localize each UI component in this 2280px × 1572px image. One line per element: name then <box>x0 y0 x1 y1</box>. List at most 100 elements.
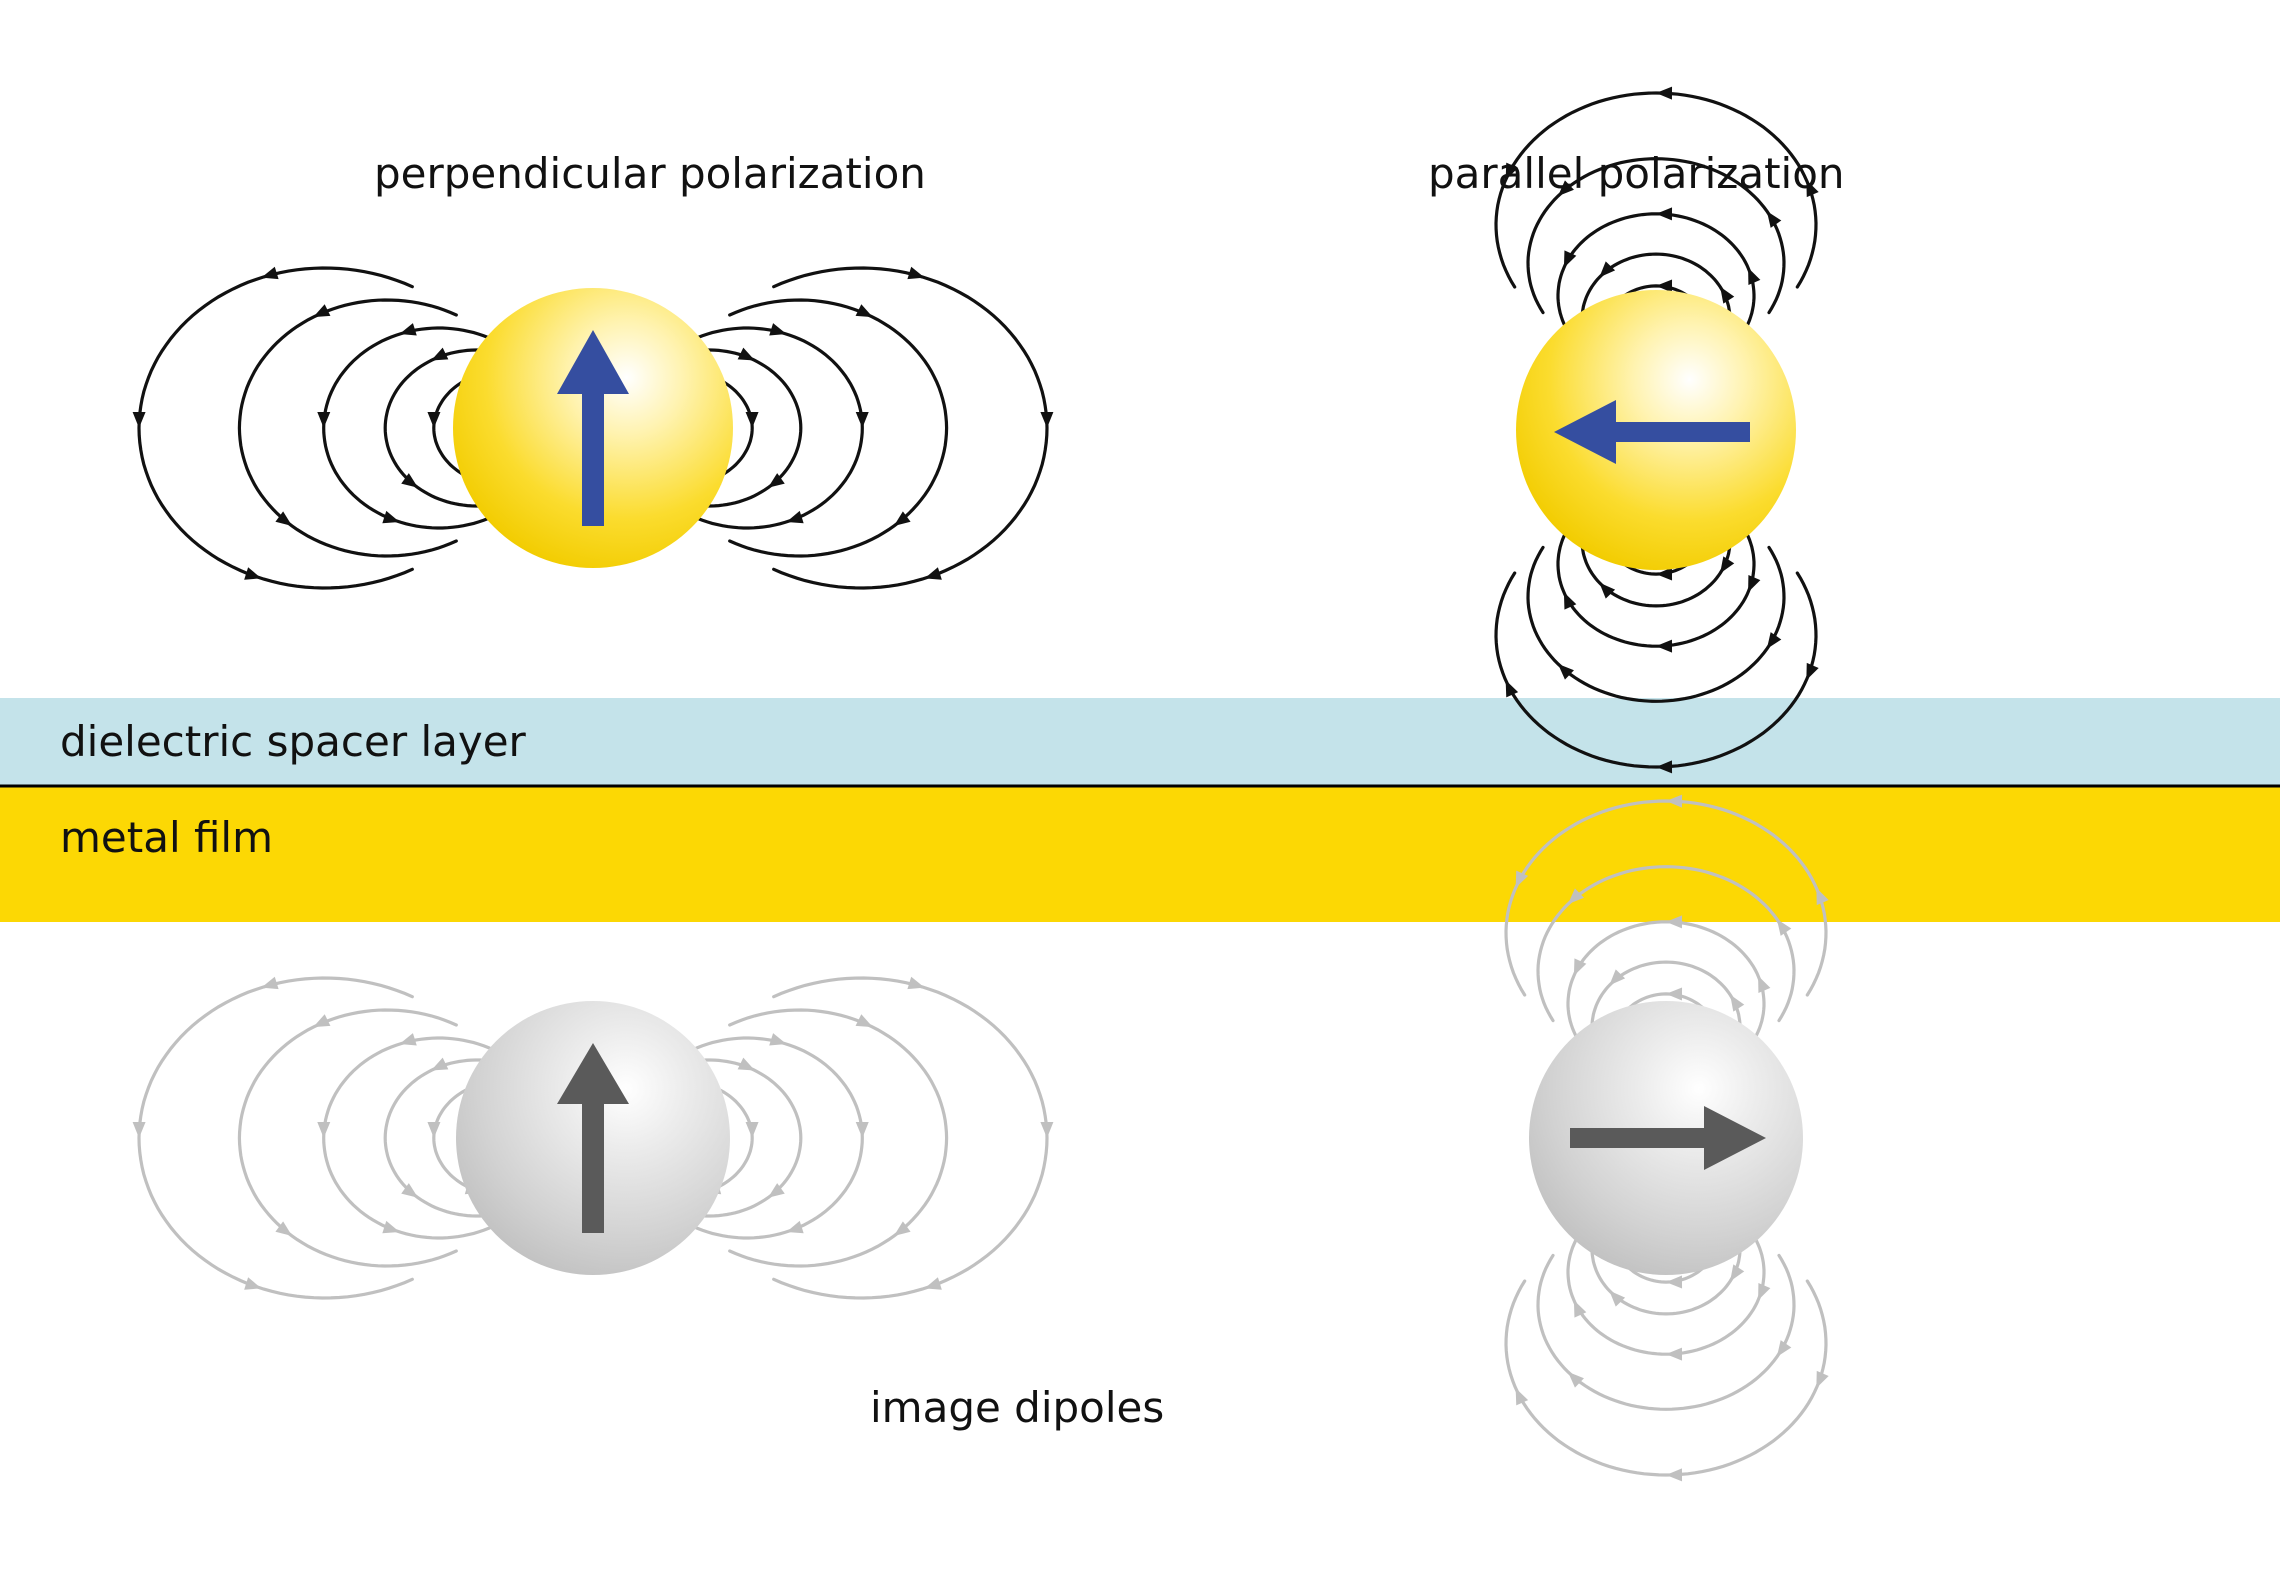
field-line-arrowhead <box>1040 1121 1054 1138</box>
field-line <box>137 266 414 590</box>
field-line-arrowhead <box>1720 556 1735 574</box>
field-line-arrowhead <box>1656 279 1673 293</box>
field-line-arrowhead <box>1557 663 1574 680</box>
field-line-arrowhead <box>431 347 449 361</box>
field-line-arrowhead <box>855 411 869 428</box>
field-line-arrowhead <box>1515 1388 1529 1406</box>
field-line-arrowhead <box>893 511 911 527</box>
field-line-arrowhead <box>1656 86 1673 100</box>
field-line-arrowhead <box>1656 639 1673 653</box>
field-line <box>1590 1216 1742 1316</box>
field-line-arrowhead <box>1666 915 1683 929</box>
field-line-arrowhead <box>1609 1290 1626 1307</box>
field-line-arrowhead <box>1816 887 1829 906</box>
field-line-arrowhead <box>1720 286 1735 304</box>
field-line-arrowhead <box>855 1121 869 1138</box>
field-line-arrowhead <box>1573 1300 1587 1318</box>
field-line-arrowhead <box>786 1220 804 1234</box>
field-line-arrowhead <box>275 1221 293 1237</box>
field-line-arrowhead <box>737 1057 755 1071</box>
field-line-arrowhead <box>401 1183 419 1198</box>
field-line-arrowhead <box>1758 975 1771 993</box>
field-line-arrowhead <box>1816 1370 1829 1389</box>
field-line-arrowhead <box>1730 994 1745 1012</box>
field-line-arrowhead <box>399 1033 417 1046</box>
field-line-arrowhead <box>1666 1275 1683 1289</box>
field-line-arrowhead <box>1666 1468 1683 1482</box>
field-line <box>237 1008 458 1268</box>
field-line-arrowhead <box>1567 888 1584 905</box>
field-line-arrowhead <box>1666 794 1683 808</box>
field-line-arrowhead <box>907 266 925 280</box>
image-dipoles-label: image dipoles <box>870 1383 1164 1432</box>
field-line-arrowhead <box>1656 760 1673 774</box>
field-line <box>691 1036 864 1240</box>
field-line-arrowhead <box>1505 680 1519 698</box>
field-line-arrowhead <box>1766 211 1782 228</box>
field-line-arrowhead <box>1748 575 1761 593</box>
field-line-arrowhead <box>1599 582 1616 599</box>
field-line-arrowhead <box>399 323 417 336</box>
field-line-arrowhead <box>313 1014 331 1028</box>
field-line-arrowhead <box>1766 632 1782 649</box>
field-line-arrowhead <box>1776 919 1792 936</box>
field-line-arrowhead <box>401 473 419 488</box>
field-line-arrowhead <box>1505 162 1519 180</box>
field-line-arrowhead <box>1573 958 1587 976</box>
field-line-arrowhead <box>132 411 146 428</box>
field-line <box>1536 1253 1796 1411</box>
field-line-arrowhead <box>737 347 755 361</box>
field-line-arrowhead <box>855 304 873 318</box>
field-line-arrowhead <box>1567 1371 1584 1388</box>
field-line-arrowhead <box>1040 411 1054 428</box>
field-line-arrowhead <box>769 1033 787 1046</box>
field-line <box>1536 865 1796 1023</box>
field-line-arrowhead <box>924 1277 942 1290</box>
field-line <box>772 266 1049 590</box>
field-line-arrowhead <box>907 976 925 990</box>
field-line-arrowhead <box>1806 662 1819 681</box>
field-line <box>137 976 414 1300</box>
field-line <box>237 298 458 558</box>
field-line-arrowhead <box>924 567 942 580</box>
field-line <box>1580 252 1732 352</box>
field-line-arrowhead <box>1563 250 1577 268</box>
field-line-arrowhead <box>1806 179 1819 198</box>
field-line-arrowhead <box>313 304 331 318</box>
field-line-arrowhead <box>1666 987 1683 1001</box>
field-line <box>322 326 495 530</box>
parallel-polarization-label: parallel polarization <box>1428 149 1845 198</box>
perpendicular-polarization-label: perpendicular polarization <box>374 149 926 198</box>
field-line-arrowhead <box>1515 870 1529 888</box>
field-line-arrowhead <box>132 1121 146 1138</box>
field-line-arrowhead <box>1758 1283 1771 1301</box>
field-line-arrowhead <box>431 1057 449 1071</box>
field-line-arrowhead <box>1609 969 1626 986</box>
field-line-arrowhead <box>1748 267 1761 285</box>
field-line <box>664 1058 803 1218</box>
metal-film-layer <box>0 786 2280 922</box>
field-line-arrowhead <box>1557 180 1574 197</box>
field-line-arrowhead <box>244 567 262 580</box>
field-line-arrowhead <box>1776 1340 1792 1357</box>
arrow-up-icon <box>557 1043 629 1233</box>
field-line <box>772 976 1049 1300</box>
field-line-arrowhead <box>427 411 441 428</box>
field-line-arrowhead <box>275 511 293 527</box>
metal-film-label: metal film <box>60 813 273 862</box>
field-line <box>691 326 864 530</box>
field-line <box>728 298 949 558</box>
field-line <box>1580 508 1732 608</box>
field-line-arrowhead <box>767 473 785 488</box>
field-line <box>383 1058 522 1218</box>
field-line-arrowhead <box>1656 207 1673 221</box>
arrow-right-icon <box>1570 1106 1766 1170</box>
field-line <box>1590 960 1742 1060</box>
field-line-arrowhead <box>427 1121 441 1138</box>
field-line-arrowhead <box>786 510 804 524</box>
field-line <box>664 348 803 508</box>
field-line-arrowhead <box>317 1121 331 1138</box>
field-line-arrowhead <box>1563 592 1577 610</box>
field-line <box>383 348 522 508</box>
